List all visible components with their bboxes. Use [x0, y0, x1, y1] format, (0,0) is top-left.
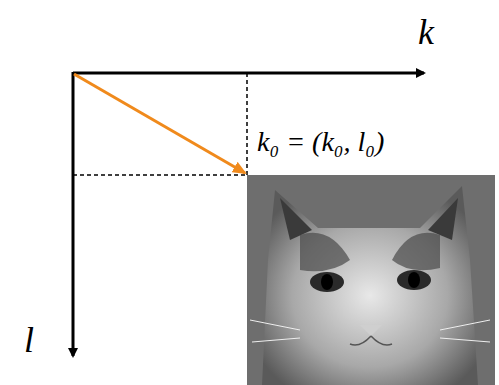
- axis-label: l: [24, 322, 34, 358]
- l-axis: [72, 72, 75, 356]
- k-axis: [73, 72, 424, 75]
- guide-line: [246, 73, 248, 175]
- offset-vector: [74, 74, 245, 173]
- guide-line: [73, 174, 247, 176]
- axis-label: k: [418, 14, 434, 50]
- vector-label: k₀ = (k₀, l₀): [255, 128, 386, 156]
- cat-image: [247, 175, 495, 385]
